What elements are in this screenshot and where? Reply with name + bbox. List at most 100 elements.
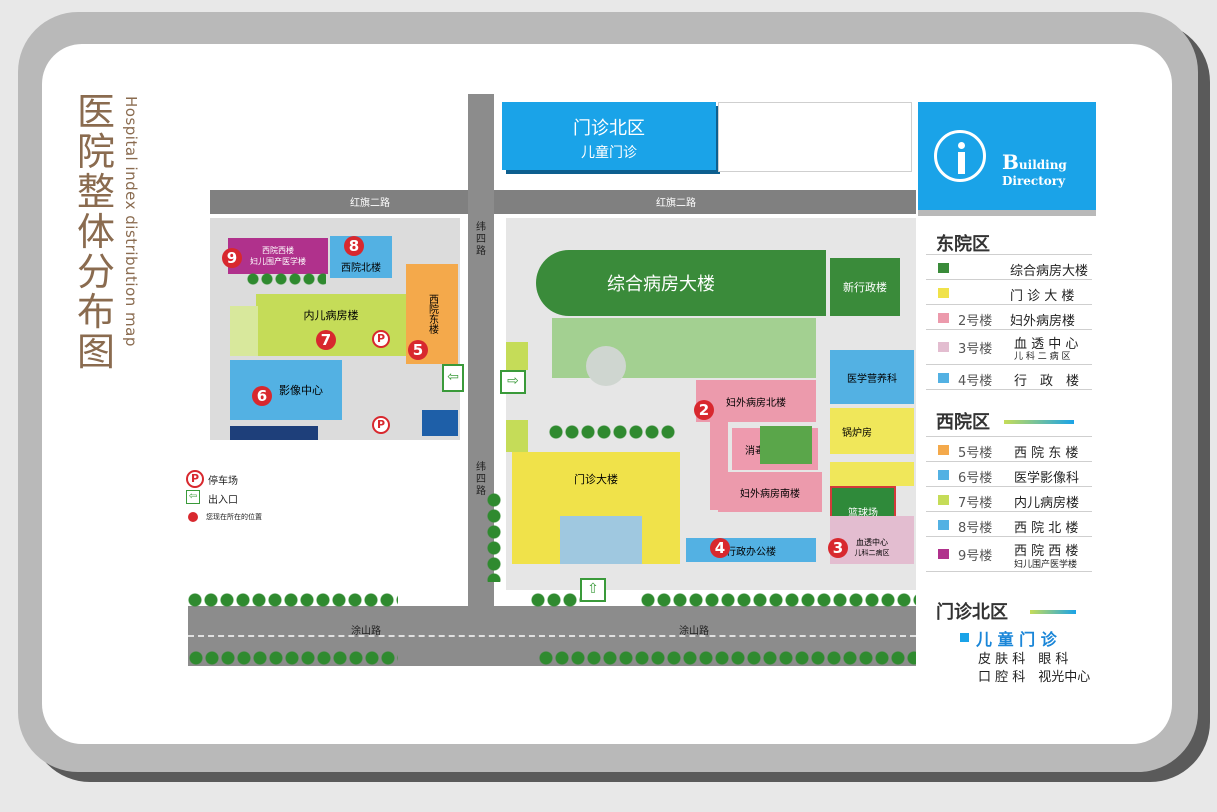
legend-location-label: 您现在所在的位置 xyxy=(206,513,262,521)
info-icon xyxy=(934,130,986,182)
imaging-label: 影像中心 xyxy=(279,384,323,397)
page-subtitle: Hospital index distribution map xyxy=(122,96,140,347)
west-row-4-name: 西 院 北 楼 xyxy=(1014,521,1079,536)
page-title: 医院整体分布图 xyxy=(76,90,115,374)
north-line-2: 皮 肤 科 眼 科 xyxy=(978,652,1069,667)
legend-entrance-icon: ⇦ xyxy=(186,490,200,504)
east-row-1-name: 综合病房大楼 xyxy=(1010,264,1089,279)
directory-header: Building Directory xyxy=(918,102,1096,210)
west-row-3: 7号楼 内儿病房楼 xyxy=(926,486,1092,511)
legend-entrance-label: 出入口 xyxy=(208,495,238,506)
east-row-4: 3号楼 血 透 中 心 儿 科 二 病 区 xyxy=(926,329,1092,364)
north-clinic-area xyxy=(718,102,912,172)
north-bullet xyxy=(960,633,969,642)
entrance-east[interactable]: ⇨ xyxy=(500,370,526,394)
west-north-label: 西院北楼 xyxy=(341,262,381,274)
east-row-2: 门 诊 大 楼 xyxy=(926,279,1092,304)
admin-office-label: 行政办公楼 xyxy=(726,546,776,558)
marker-5: 5 xyxy=(408,340,428,360)
east-gate-block xyxy=(506,342,528,370)
east-gate-block-2 xyxy=(506,420,528,452)
tree-row-bottom-left xyxy=(188,650,398,666)
east-row-3-name: 妇外病房楼 xyxy=(1010,314,1076,329)
legend-parking-label: 停车场 xyxy=(208,476,238,487)
north-line-3: 口 腔 科 视光中心 xyxy=(978,670,1091,685)
court-top xyxy=(830,462,914,486)
west-row-1-num: 5号楼 xyxy=(958,446,993,461)
boiler-label: 锅炉房 xyxy=(842,427,872,439)
tree-row-south-right xyxy=(640,592,916,608)
north-heading-bar xyxy=(1030,610,1076,614)
west-heading-bar xyxy=(1004,420,1074,424)
tree-row-bottom-right xyxy=(538,650,916,666)
directory-title-2: Directory xyxy=(1002,174,1066,188)
marker-8: 8 xyxy=(344,236,364,256)
tree-column-weisi xyxy=(486,492,502,582)
building-fuwai-north[interactable]: 妇外病房北楼 xyxy=(696,380,816,422)
dialysis-sub: 儿科二病区 xyxy=(854,548,890,557)
building-nutrition[interactable]: 医学营养科 xyxy=(830,350,914,404)
tree-row-west xyxy=(246,272,326,286)
directory-initial: B xyxy=(1002,150,1019,174)
west-row-3-num: 7号楼 xyxy=(958,496,993,511)
nutrition-label: 医学营养科 xyxy=(847,373,897,385)
west-row-2-name: 医学影像科 xyxy=(1014,471,1080,486)
west-row-4: 8号楼 西 院 北 楼 xyxy=(926,511,1092,536)
imaging-annex xyxy=(230,426,318,440)
west-row-4-num: 8号楼 xyxy=(958,521,993,536)
west-row-1-name: 西 院 东 楼 xyxy=(1014,446,1079,461)
marker-7: 7 xyxy=(316,330,336,350)
north-line-1: 儿 童 门 诊 xyxy=(976,630,1057,649)
gate-annex xyxy=(422,410,458,436)
east-row-5-name: 行 政 楼 xyxy=(1014,374,1080,389)
marker-6: 6 xyxy=(252,386,272,406)
west-row-5: 9号楼 西 院 西 楼 妇儿围产医学楼 xyxy=(926,536,1092,572)
disinfect-roof xyxy=(760,426,812,464)
west-row-5-num: 9号楼 xyxy=(958,549,993,564)
legend-location-icon xyxy=(188,512,198,522)
pond xyxy=(586,346,626,386)
east-heading: 东院区 xyxy=(936,234,990,255)
road-label-hongqi-left: 红旗二路 xyxy=(350,198,390,209)
north-clinic-name: 门诊北区 xyxy=(573,118,645,139)
building-boiler[interactable]: 锅炉房 xyxy=(830,408,914,454)
east-row-3: 2号楼 妇外病房楼 xyxy=(926,304,1092,329)
marker-4: 4 xyxy=(710,538,730,558)
building-west-west[interactable]: 西院西楼 妇儿围产医学楼 xyxy=(228,238,328,274)
marker-9: 9 xyxy=(222,248,242,268)
tree-row-south-left xyxy=(188,592,398,608)
fuwai-north-label: 妇外病房北楼 xyxy=(726,397,786,409)
building-admin-office[interactable]: 行政办公楼 xyxy=(686,538,816,562)
west-row-2-num: 6号楼 xyxy=(958,471,993,486)
north-clinic-block: 门诊北区 儿童门诊 xyxy=(502,102,716,170)
west-row-5-sub: 妇儿围产医学楼 xyxy=(1014,560,1078,570)
entrance-south[interactable]: ⇧ xyxy=(580,578,606,602)
road-label-hongqi-right: 红旗二路 xyxy=(656,198,696,209)
building-fuwai-south[interactable]: 妇外病房南楼 xyxy=(718,472,822,512)
dialysis-label: 血透中心 xyxy=(856,537,888,547)
east-row-3-num: 2号楼 xyxy=(958,314,993,329)
parking-marker-2: P xyxy=(372,416,390,434)
building-imaging[interactable]: 影像中心 xyxy=(230,360,342,420)
road-hongqi xyxy=(210,190,916,214)
building-main-ward[interactable]: 综合病房大楼 xyxy=(536,250,826,316)
road-label-tushan-right: 涂山路 xyxy=(679,626,709,637)
neier-wing xyxy=(230,306,258,356)
road-label-tushan-left: 涂山路 xyxy=(351,626,381,637)
east-row-5-num: 4号楼 xyxy=(958,374,993,389)
west-row-5-name: 西 院 西 楼 xyxy=(1014,544,1079,559)
west-east-label: 西院东楼 xyxy=(426,294,438,334)
west-heading: 西院区 xyxy=(936,412,990,433)
tree-row-garden xyxy=(548,424,676,440)
building-new-admin[interactable]: 新行政楼 xyxy=(830,258,900,316)
east-row-2-name: 门 诊 大 楼 xyxy=(1010,289,1075,304)
entrance-west[interactable]: ⇦ xyxy=(442,364,464,392)
outpatient-label: 门诊大楼 xyxy=(574,473,618,486)
legend-parking-icon: P xyxy=(186,470,204,488)
west-west-label: 西院西楼 xyxy=(262,246,294,255)
east-row-4-sub: 儿 科 二 病 区 xyxy=(1014,352,1071,362)
road-label-weisi-top: 纬四路 xyxy=(476,222,486,257)
road-label-weisi-bottom: 纬四路 xyxy=(476,462,486,497)
west-row-3-name: 内儿病房楼 xyxy=(1014,496,1080,511)
marker-3: 3 xyxy=(828,538,848,558)
